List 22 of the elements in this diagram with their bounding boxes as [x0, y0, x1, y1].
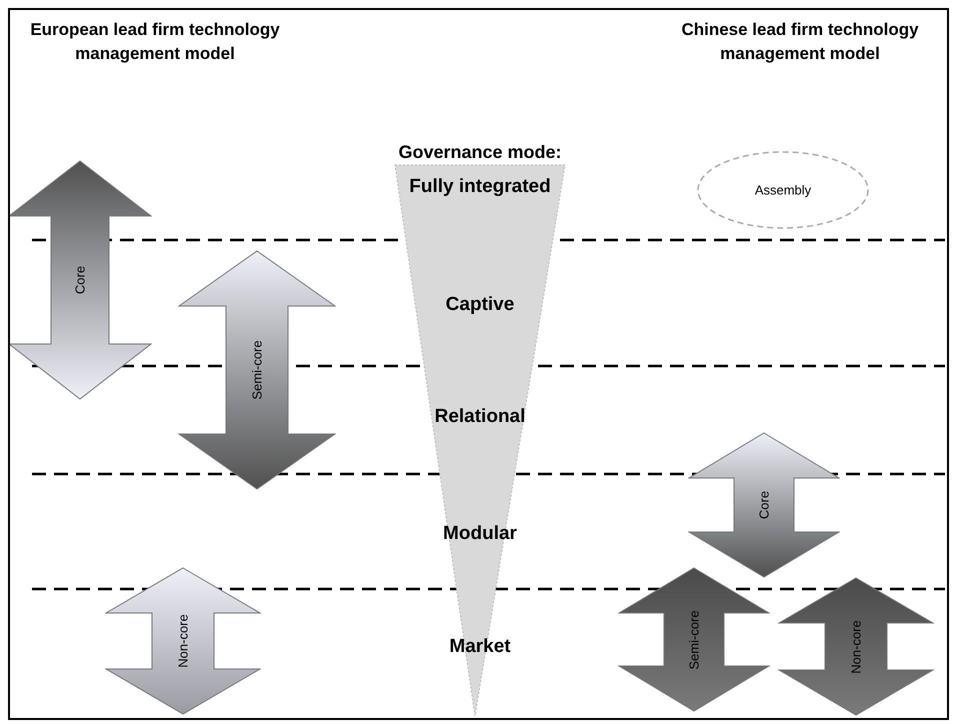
double-headed-shape	[105, 567, 261, 715]
double-headed-shape	[778, 577, 934, 716]
dashed-ellipse	[696, 150, 870, 230]
arrow-label: Non-core	[848, 620, 864, 674]
mode-label: Fully integrated	[408, 176, 552, 198]
mode-label: Modular	[442, 523, 518, 545]
arrow-label: Semi-core	[250, 340, 264, 400]
panel-heading: European lead firm technology management model	[29, 19, 281, 65]
double-headed-shape	[688, 432, 840, 578]
ellipse-label: Assembly	[754, 182, 812, 198]
mode-label: Captive	[444, 294, 516, 316]
double-headed-shape	[10, 160, 152, 400]
mode-label: Market	[448, 636, 512, 658]
arrow-label: Core	[72, 266, 88, 294]
arrow-label: Non-core	[176, 614, 190, 668]
arrow-label: Semi-core	[686, 610, 702, 670]
panel-heading: Chinese lead firm technology management model	[680, 19, 920, 65]
double-headed-shape	[178, 250, 336, 490]
heading: Governance mode:	[397, 142, 563, 163]
double-headed-shape	[618, 567, 770, 712]
arrow-label: Core	[756, 490, 772, 520]
mode-label: Relational	[434, 406, 526, 428]
